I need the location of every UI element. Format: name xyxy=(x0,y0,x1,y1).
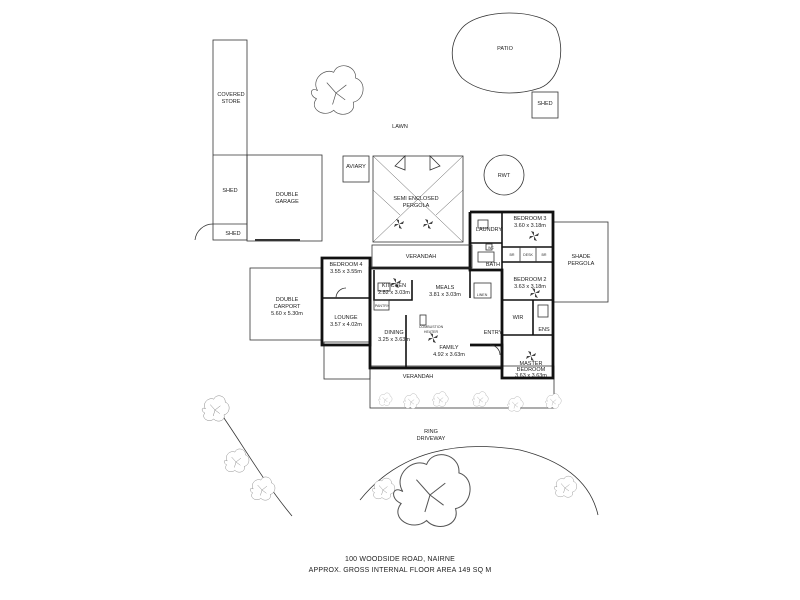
label-kitchen-size: 2.82 x 3.03m xyxy=(378,290,410,296)
label-carport-2: CARPORT xyxy=(274,304,301,310)
label-bedroom3-name: BEDROOM 3 xyxy=(513,216,546,222)
label-wc: WC xyxy=(488,246,494,250)
label-laundry: LAUNDRY xyxy=(476,227,503,233)
label-br1: BR xyxy=(510,253,515,257)
rainwater-tank xyxy=(483,154,525,196)
label-meals-name: MEALS xyxy=(436,285,455,291)
label-family-name: FAMILY xyxy=(439,345,458,351)
label-master-3: 3.63 x 3.63m xyxy=(515,373,547,379)
house-east-wing xyxy=(470,210,555,380)
label-heater-2: HEATER xyxy=(424,330,439,334)
label-covered-store-1: COVERED xyxy=(217,92,244,98)
verandah-bottom xyxy=(369,365,555,409)
label-ring-driveway-2: DRIVEWAY xyxy=(417,436,446,442)
label-shed-top: SHED xyxy=(537,101,552,107)
covered-store xyxy=(212,39,248,241)
label-entry: ENTRY xyxy=(484,330,503,336)
tree-icon xyxy=(372,477,395,500)
driveway-right xyxy=(359,446,599,516)
semi-enclosed-pergola xyxy=(372,155,464,243)
label-aviary: AVIARY xyxy=(346,164,366,170)
label-shed-mid: SHED xyxy=(222,188,237,194)
tree-icon xyxy=(545,393,562,409)
label-desk: DESK xyxy=(523,253,533,257)
label-pantry: PANTRY xyxy=(375,304,390,308)
label-shade-pergola-2: PERGOLA xyxy=(568,261,595,267)
tree-icon xyxy=(224,448,250,473)
label-carport-1: DOUBLE xyxy=(276,297,299,303)
label-master-2: BEDROOM xyxy=(517,367,546,373)
tree-icon xyxy=(432,391,449,407)
label-pergola-2: PERGOLA xyxy=(403,203,430,209)
label-bedroom3-size: 3.60 x 3.18m xyxy=(514,223,546,229)
tree-icon xyxy=(507,396,524,412)
label-kitchen-name: KITCHEN xyxy=(382,283,406,289)
tree-icon xyxy=(393,454,471,527)
label-ens: ENS xyxy=(538,327,550,333)
label-bath: BATH xyxy=(486,262,500,268)
label-bedroom2-size: 3.63 x 3.18m xyxy=(514,284,546,290)
patio-area xyxy=(451,12,562,94)
shed-top xyxy=(531,91,559,119)
plan-address: 100 WOODSIDE ROAD, NAIRNE xyxy=(344,556,456,563)
tree-icon xyxy=(378,392,393,406)
label-heater-1: COMBUSTION xyxy=(419,325,444,329)
label-lounge-name: LOUNGE xyxy=(334,315,358,321)
label-shed-low: SHED xyxy=(225,231,240,237)
label-double-garage-2: GARAGE xyxy=(275,199,299,205)
tree-icon xyxy=(403,393,420,409)
label-master-1: MASTER xyxy=(520,361,543,367)
driveway-left xyxy=(216,407,293,517)
label-pergola-1: SEMI ENCLOSED xyxy=(393,196,438,202)
double-garage xyxy=(246,154,323,242)
tree-icon xyxy=(311,65,364,115)
label-linen: LINEN xyxy=(477,293,488,297)
label-verandah-top: VERANDAH xyxy=(406,254,437,260)
label-wir: WIR xyxy=(513,315,524,321)
label-ring-driveway-1: RING xyxy=(424,429,438,435)
plan-floor-area: APPROX. GROSS INTERNAL FLOOR AREA 149 SQ… xyxy=(308,567,492,574)
label-br2: BR xyxy=(542,253,547,257)
label-dining-size: 3.25 x 3.63m xyxy=(378,337,410,343)
tree-icon xyxy=(201,395,230,422)
tree-icon xyxy=(250,476,276,501)
label-meals-size: 3.81 x 3.03m xyxy=(429,292,461,298)
label-family-size: 4.92 x 3.63m xyxy=(433,352,465,358)
label-dining-name: DINING xyxy=(384,330,403,336)
tree-icon xyxy=(472,391,489,407)
label-rwt: RWT xyxy=(498,173,511,179)
label-bedroom2-name: BEDROOM 2 xyxy=(513,277,546,283)
label-lounge-size: 3.57 x 4.02m xyxy=(330,322,362,328)
label-double-garage-1: DOUBLE xyxy=(276,192,299,198)
label-bedroom4-size: 3.55 x 3.55m xyxy=(330,269,362,275)
label-covered-store-2: STORE xyxy=(222,99,241,105)
label-bedroom4-name: BEDROOM 4 xyxy=(329,262,362,268)
tree-icon xyxy=(554,475,577,498)
label-carport-3: 5.60 x 5.30m xyxy=(271,311,303,317)
label-verandah-bottom: VERANDAH xyxy=(403,374,434,380)
label-patio: PATIO xyxy=(497,46,513,52)
label-shade-pergola-1: SHADE xyxy=(572,254,591,260)
aviary xyxy=(342,155,370,183)
label-lawn: LAWN xyxy=(392,124,408,130)
